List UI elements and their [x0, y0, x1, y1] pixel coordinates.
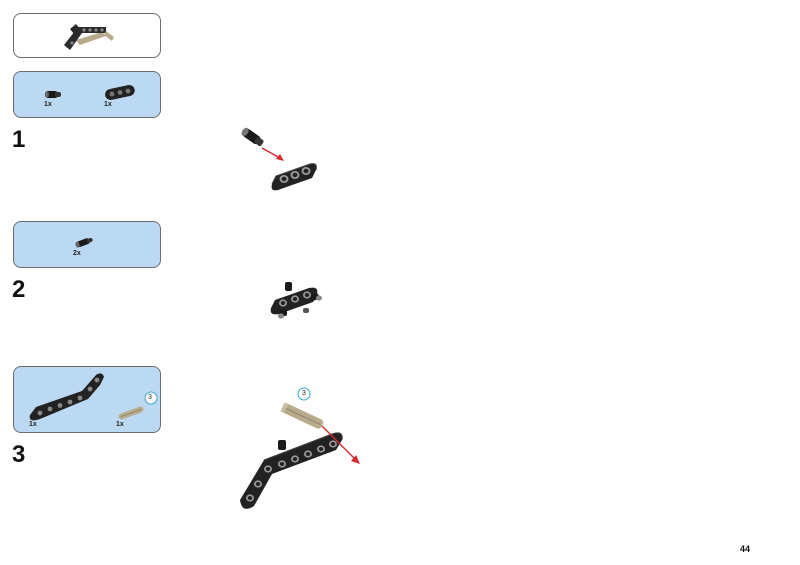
three-hole-beam-icon — [105, 85, 135, 100]
step-number-2: 2 — [12, 276, 26, 303]
step-number-3: 3 — [12, 441, 26, 468]
part-qty-1: 2x — [73, 250, 81, 257]
axle-size-label: 3 — [148, 394, 152, 401]
pin-with-bush-icon — [75, 237, 93, 248]
step-3-size-label: 3 — [302, 390, 306, 397]
part-qty-2: 1x — [116, 421, 124, 428]
step-1-illustration — [241, 127, 317, 191]
step-3-illustration — [240, 387, 360, 509]
part-qty-1: 1x — [29, 421, 37, 428]
step-2-illustration — [270, 282, 322, 319]
part-qty-2: 1x — [104, 101, 112, 108]
bent-beam-preview-icon — [64, 24, 114, 50]
part-qty-1: 1x — [44, 101, 52, 108]
step-number-1: 1 — [12, 126, 26, 153]
submodel-preview-box — [13, 13, 161, 58]
pin-with-bush-icon — [45, 91, 61, 98]
parts-list-step-2: 2x — [13, 221, 161, 268]
angled-beam-icon — [29, 373, 104, 421]
size-indicator-circle-icon — [144, 391, 158, 405]
parts-list-step-1: 1x 1x — [13, 71, 161, 118]
parts-list-step-3: 1x 3 1x — [13, 366, 161, 433]
axle-icon — [118, 406, 144, 420]
page-number: 44 — [740, 544, 751, 554]
